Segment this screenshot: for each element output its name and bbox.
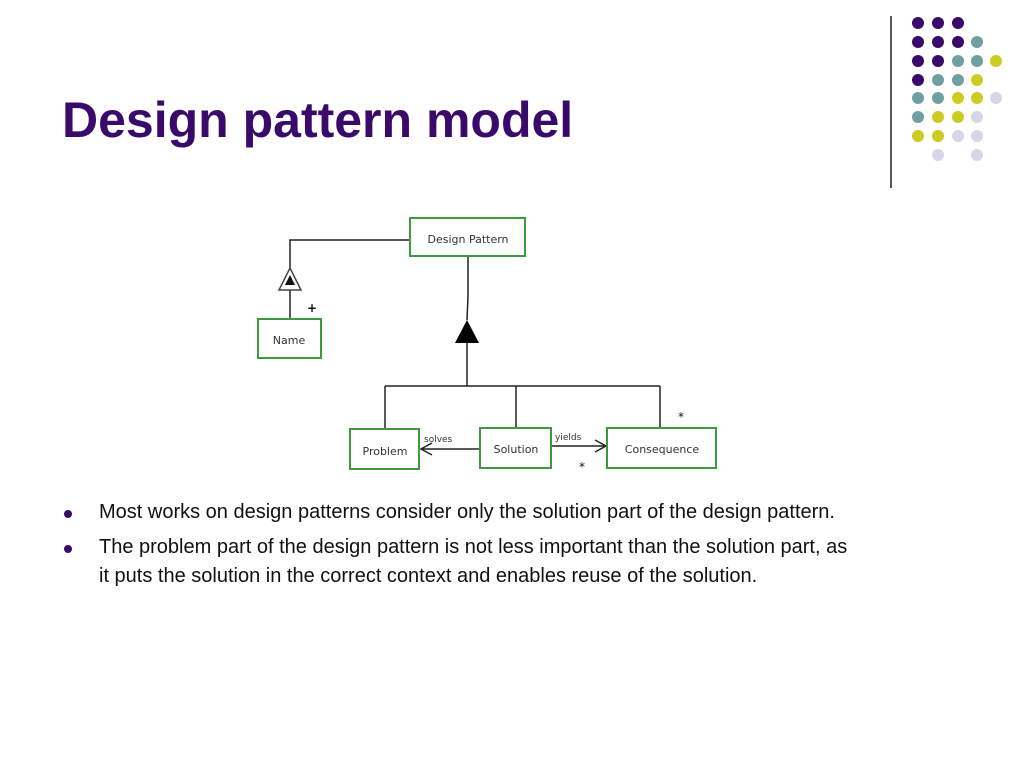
- inheritance-triangle-icon: [455, 320, 479, 343]
- design-pattern-uml-diagram: Design Pattern Name Problem Solution Con…: [257, 217, 717, 474]
- bullet-text: Most works on design patterns consider o…: [99, 501, 835, 523]
- bullet-item: Most works on design patterns consider o…: [62, 498, 862, 527]
- bullet-icon: [64, 510, 72, 518]
- box-consequence: Consequence: [606, 427, 717, 469]
- box-consequence-label: Consequence: [625, 443, 700, 456]
- box-solution-label: Solution: [494, 443, 539, 456]
- bullet-list: Most works on design patterns consider o…: [62, 498, 862, 597]
- bullet-text: The problem part of the design pattern i…: [99, 536, 848, 587]
- edge-label-solves: solves: [424, 435, 453, 445]
- bullet-icon: [64, 545, 72, 553]
- box-design-pattern: Design Pattern: [409, 217, 526, 257]
- box-name-label: Name: [273, 334, 306, 347]
- box-name: Name: [257, 318, 322, 359]
- box-problem: Problem: [349, 428, 420, 470]
- multiplicity-consequence-bottom: *: [579, 460, 585, 474]
- diagram-connectors: [289, 239, 661, 456]
- slide-title: Design pattern model: [62, 92, 574, 148]
- decorative-vertical-divider: [890, 16, 892, 188]
- box-solution: Solution: [479, 427, 552, 469]
- box-design-pattern-label: Design Pattern: [427, 233, 508, 246]
- multiplicity-consequence-top: *: [678, 410, 684, 424]
- bullet-item: The problem part of the design pattern i…: [62, 533, 862, 591]
- multiplicity-name: +: [307, 301, 317, 315]
- edge-label-yields: yields: [555, 433, 582, 443]
- box-problem-label: Problem: [363, 445, 408, 458]
